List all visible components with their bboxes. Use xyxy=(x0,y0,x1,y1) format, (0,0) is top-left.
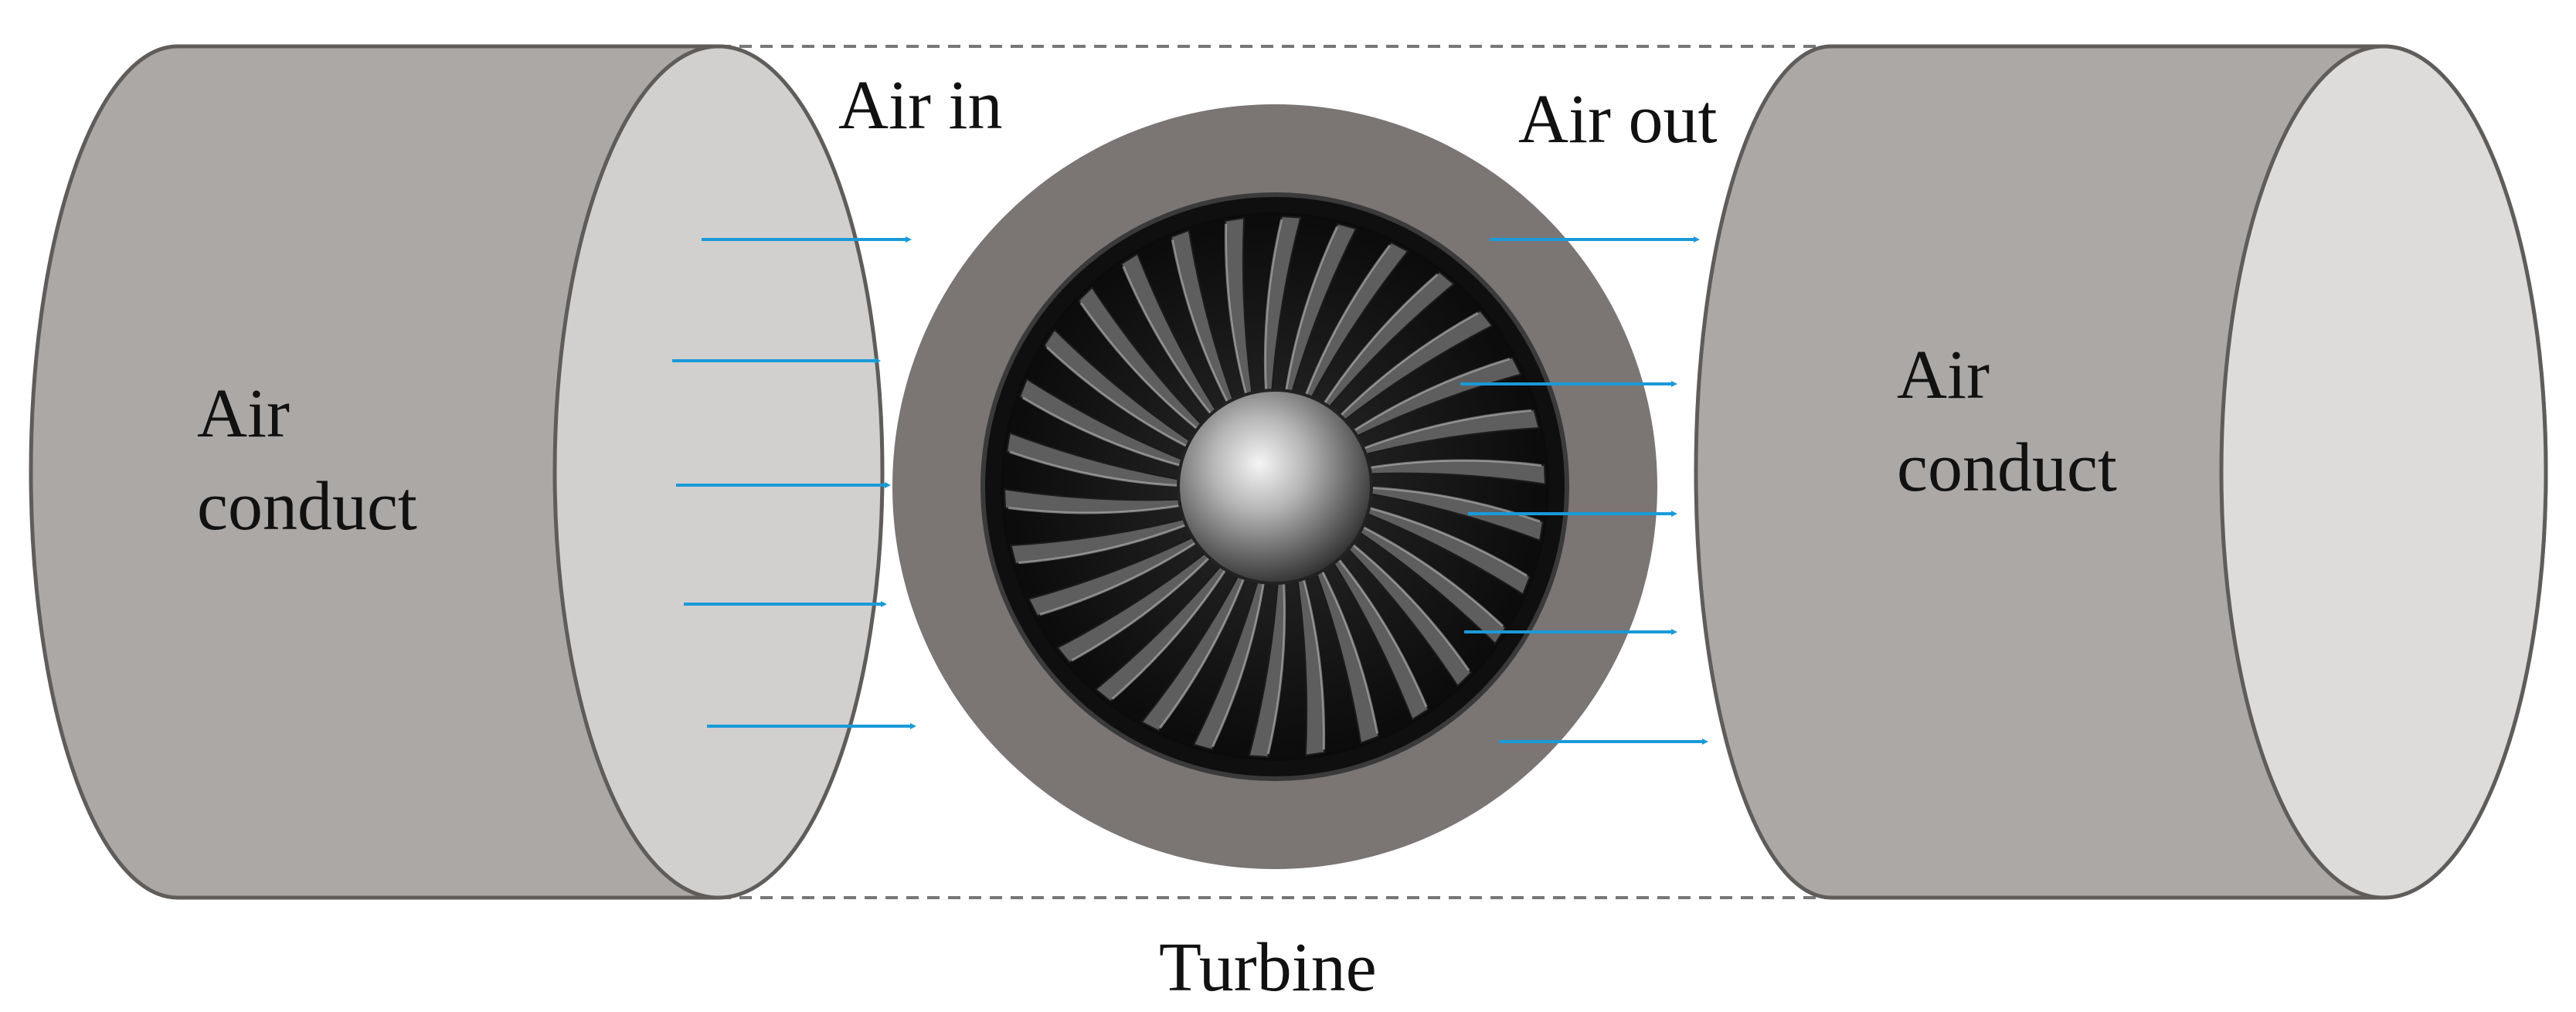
fan-blade-edge xyxy=(1303,244,1391,398)
right-conduct-label-line1: Air xyxy=(1897,337,1990,413)
fan-blade-edge xyxy=(1171,239,1230,406)
air-out-label: Air out xyxy=(1518,81,1717,158)
right-conduct-label-line2: conduct xyxy=(1897,430,2117,506)
dashed-connection-lines xyxy=(719,45,1831,899)
left-cylinder-face xyxy=(552,44,885,900)
fan-blade-edge xyxy=(1018,523,1189,565)
left-conduct-label-line2: conduct xyxy=(197,468,417,545)
fan-blade-edge xyxy=(1367,459,1542,470)
fan-blade-edge xyxy=(1224,223,1248,397)
fan-blade-edge xyxy=(1263,219,1283,393)
fan-blade-edge xyxy=(1284,226,1338,394)
air-out-arrows xyxy=(1460,236,1708,745)
turbine-fan-icon xyxy=(1003,216,1547,758)
fan-blade-edge xyxy=(1366,506,1528,577)
fan-blade-edge xyxy=(1045,346,1190,449)
fan-blade-edge xyxy=(1071,555,1212,662)
right-air-conduct xyxy=(1694,44,2548,900)
fan-blade-edge xyxy=(1111,567,1229,700)
fan-blade-edge xyxy=(1321,273,1439,406)
fan-blade-edge xyxy=(1351,358,1511,433)
right-cylinder-face xyxy=(2219,44,2548,900)
fan-blade-edge xyxy=(1361,409,1531,450)
air-in-label: Air in xyxy=(838,67,1002,144)
fan-blade-edge xyxy=(1008,504,1183,514)
fan-blade-edge xyxy=(1122,266,1214,417)
air-in-arrows xyxy=(672,236,916,729)
fan-blade-edge xyxy=(1039,540,1199,616)
turbine-hub xyxy=(1177,389,1373,585)
fan-blade-edge xyxy=(1302,576,1326,750)
fan-blade-edge xyxy=(1350,542,1470,671)
fan-blade-edge xyxy=(1337,311,1479,419)
fan-blade-edge xyxy=(1079,302,1200,432)
fan-blade-edge xyxy=(1159,576,1246,729)
fan-blade-edge xyxy=(1021,396,1184,467)
fan-blade-edge xyxy=(1212,579,1266,748)
left-conduct-label-line1: Air xyxy=(197,375,290,452)
fan-blade-edge xyxy=(1336,556,1428,708)
turbine-label: Turbine xyxy=(1159,929,1377,1006)
fan-blade-edge xyxy=(1320,568,1379,734)
fan-blade-edge xyxy=(1266,580,1286,755)
left-air-conduct xyxy=(29,44,885,900)
fan-blade-edge xyxy=(1360,525,1504,627)
fan-blade-edge xyxy=(1009,450,1181,487)
turbine xyxy=(892,104,1657,869)
